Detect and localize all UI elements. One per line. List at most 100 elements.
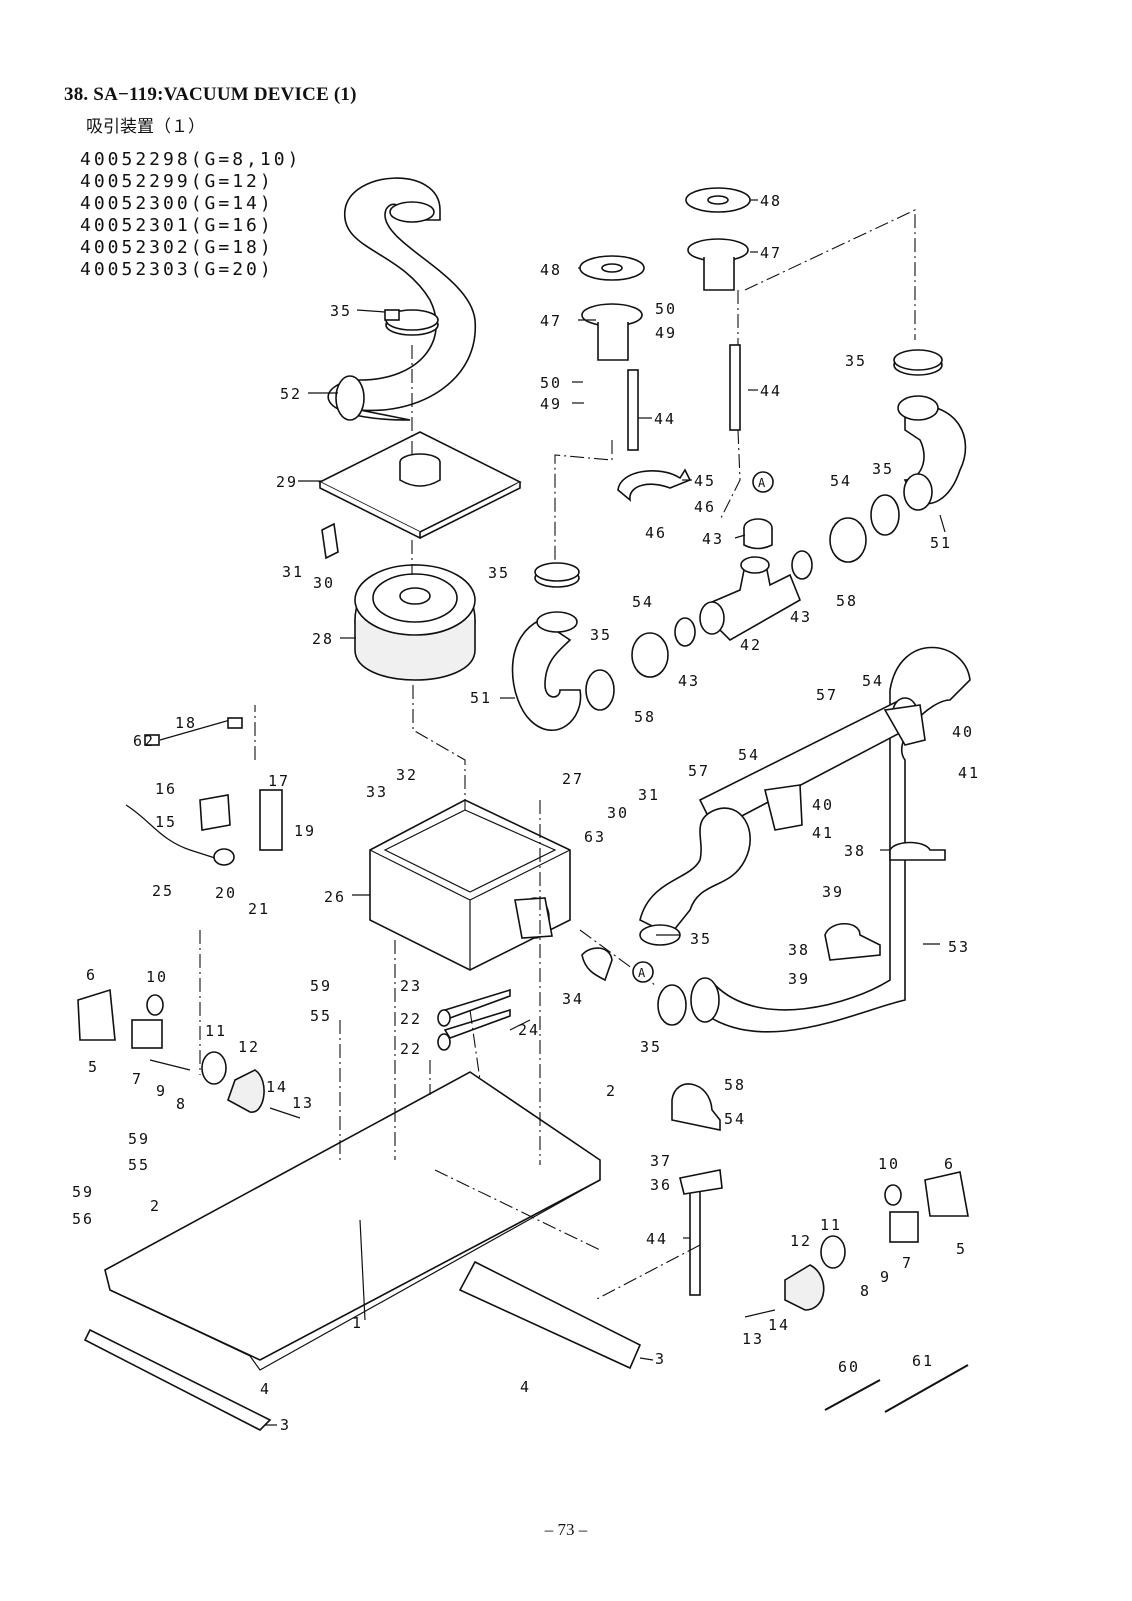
tee-42 (699, 556, 802, 641)
bent-hose (639, 807, 751, 937)
callout: 36 (650, 1176, 672, 1194)
callout: 54 (632, 593, 654, 611)
callout: 6 (86, 966, 97, 984)
clamp-54-upper (631, 517, 867, 678)
callout: 8 (860, 1282, 871, 1300)
callout: 46 (645, 524, 667, 542)
callout: 12 (238, 1038, 260, 1056)
callout: 7 (132, 1070, 143, 1088)
callout: 50 (655, 300, 677, 318)
callout: 5 (88, 1058, 99, 1076)
part-number: 40052298(G=8,10) (80, 149, 302, 170)
duct-53 (690, 646, 971, 1033)
callout: 57 (688, 762, 710, 780)
flange-48-right (685, 187, 751, 213)
callout: 43 (790, 608, 812, 626)
solenoid-22-24 (437, 988, 511, 1051)
callout: 23 (400, 977, 422, 995)
clamp-35-mid (534, 494, 900, 711)
cable-tie-60 (824, 1379, 881, 1411)
callout: 38 (788, 941, 810, 959)
callout: 48 (760, 192, 782, 210)
bracket-40 (764, 704, 926, 831)
base-plate-1 (104, 1071, 601, 1371)
callout: 29 (276, 473, 298, 491)
callout: 59 (72, 1183, 94, 1201)
callout: 19 (294, 822, 316, 840)
callout: 57 (816, 686, 838, 704)
svg-text:A: A (638, 966, 646, 980)
callout: 3 (655, 1350, 666, 1368)
callout: 63 (584, 828, 606, 846)
callout: 25 (152, 882, 174, 900)
callout: 47 (760, 244, 782, 262)
callout: 54 (738, 746, 760, 764)
callout: 28 (312, 630, 334, 648)
callout: 35 (845, 352, 867, 370)
callout: 35 (640, 1038, 662, 1056)
callout: 10 (146, 968, 168, 986)
callout: 35 (590, 626, 612, 644)
callout: 48 (540, 261, 562, 279)
callout: 17 (268, 772, 290, 790)
cushion-assembly-right (744, 1171, 969, 1318)
callout: 9 (156, 1082, 167, 1100)
callout: 59 (128, 1130, 150, 1148)
clamp-38 (824, 841, 946, 961)
callout: 58 (724, 1076, 746, 1094)
callout: 2 (606, 1082, 617, 1100)
cable-tie-61 (884, 1364, 969, 1413)
callout: 31 (282, 563, 304, 581)
callout: 10 (878, 1155, 900, 1173)
callout: 58 (836, 592, 858, 610)
sleeve-34 (581, 947, 613, 982)
callout: 37 (650, 1152, 672, 1170)
cushion-assembly-left (77, 988, 301, 1119)
callout: 49 (655, 324, 677, 342)
callout: 44 (646, 1230, 668, 1248)
callout: 40 (812, 796, 834, 814)
callout: 38 (844, 842, 866, 860)
callout: 8 (176, 1095, 187, 1113)
callout: 42 (740, 636, 762, 654)
callout: 41 (812, 824, 834, 842)
post-44-lower (671, 1083, 723, 1296)
part-number: 40052301(G=16) (80, 215, 274, 236)
callout: 58 (634, 708, 656, 726)
box-26 (369, 799, 571, 971)
callout-labels: 35 52 29 31 30 28 48 47 50 49 44 48 47 5… (72, 192, 980, 1434)
callout: 40 (952, 723, 974, 741)
callout: 16 (155, 780, 177, 798)
leader-lines (265, 199, 946, 1426)
callout: 52 (280, 385, 302, 403)
callout: 27 (562, 770, 584, 788)
flange-48-left (579, 255, 645, 281)
part-number: 40052299(G=12) (80, 171, 274, 192)
callout: 6 (944, 1155, 955, 1173)
callout: 13 (742, 1330, 764, 1348)
callout: 9 (880, 1268, 891, 1286)
callout: 49 (540, 395, 562, 413)
callout: 30 (313, 574, 335, 592)
callout: 41 (958, 764, 980, 782)
callout: 55 (128, 1156, 150, 1174)
callout: 44 (654, 410, 676, 428)
callout: 33 (366, 783, 388, 801)
part-number: 40052303(G=20) (80, 259, 274, 280)
callout: 2 (150, 1197, 161, 1215)
post-44-left (627, 369, 639, 451)
filter-28 (354, 564, 476, 681)
callout: 46 (694, 498, 716, 516)
callout: 18 (175, 714, 197, 732)
callout: 44 (760, 382, 782, 400)
svg-text:A: A (758, 476, 766, 490)
bracket-30 (321, 522, 339, 560)
callout: 12 (790, 1232, 812, 1250)
callout: 35 (872, 460, 894, 478)
callout: 3 (280, 1416, 291, 1434)
flange-47-left (581, 303, 643, 361)
part-number: 40052302(G=18) (80, 237, 274, 258)
callout: 43 (702, 530, 724, 548)
callout: 43 (678, 672, 700, 690)
